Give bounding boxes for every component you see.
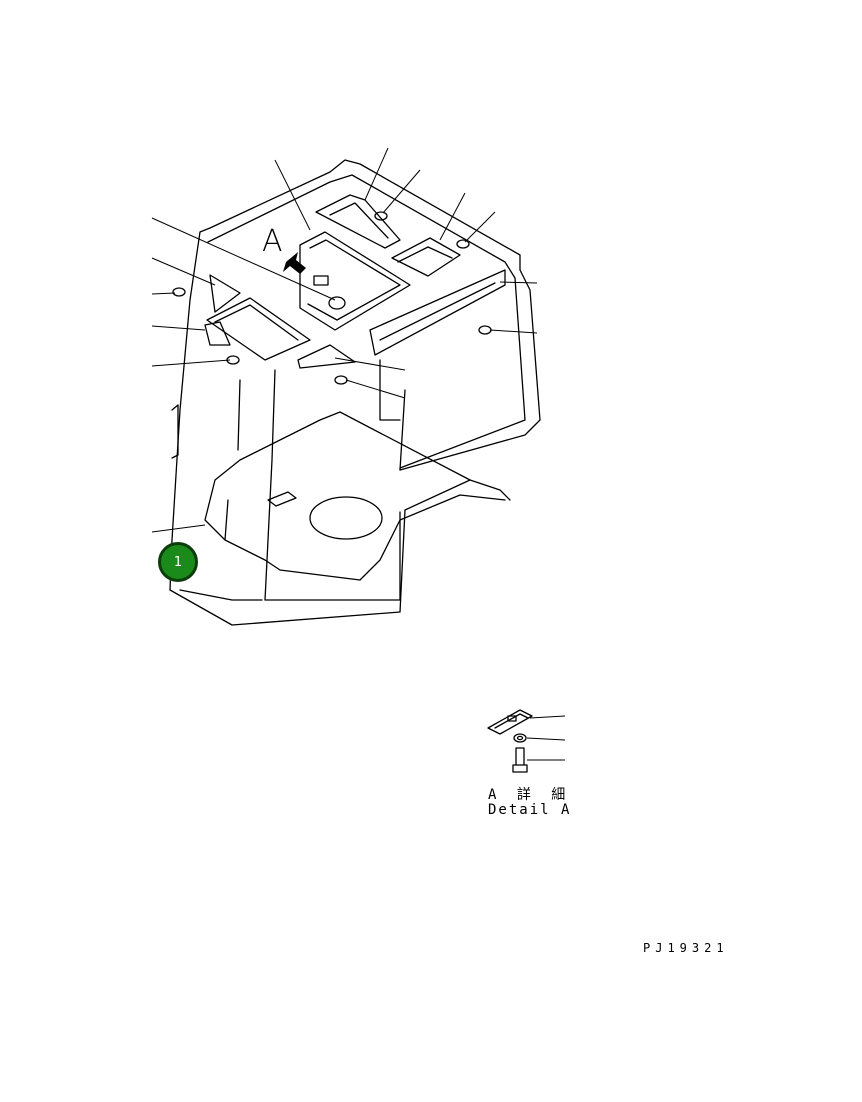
side-panel-left — [171, 404, 179, 459]
wedge-left-mid — [204, 321, 231, 346]
figure-code: PJ19321 — [643, 941, 729, 955]
view-arrow — [283, 252, 306, 274]
washer — [374, 211, 388, 221]
leader-lines — [151, 147, 538, 533]
detail-a-figure — [487, 709, 566, 773]
mat-left — [206, 297, 311, 361]
detail-label-jp: A 詳 細 — [488, 787, 572, 803]
strip-right — [369, 269, 506, 356]
floor-slot — [267, 491, 297, 507]
detail-label-en: Detail A — [488, 802, 572, 818]
callout-badge[interactable]: 1 — [158, 542, 198, 582]
mat-center-large — [299, 231, 411, 331]
floor-hole — [309, 496, 383, 540]
rear-wall — [237, 359, 406, 601]
washer — [456, 239, 470, 249]
mat-right — [391, 237, 461, 277]
mat-top-center — [315, 194, 401, 249]
callout-number: 1 — [173, 554, 183, 570]
frame-outline — [169, 159, 541, 626]
washer — [478, 325, 492, 335]
washer — [172, 287, 186, 297]
wedge-center — [297, 344, 356, 369]
floor-plate — [179, 411, 506, 601]
frame-inner-edge — [207, 174, 526, 469]
knob — [328, 296, 346, 310]
view-label: A — [262, 224, 283, 259]
wedge-left-top — [209, 274, 241, 313]
washer — [334, 375, 348, 385]
label-plate — [313, 275, 329, 286]
